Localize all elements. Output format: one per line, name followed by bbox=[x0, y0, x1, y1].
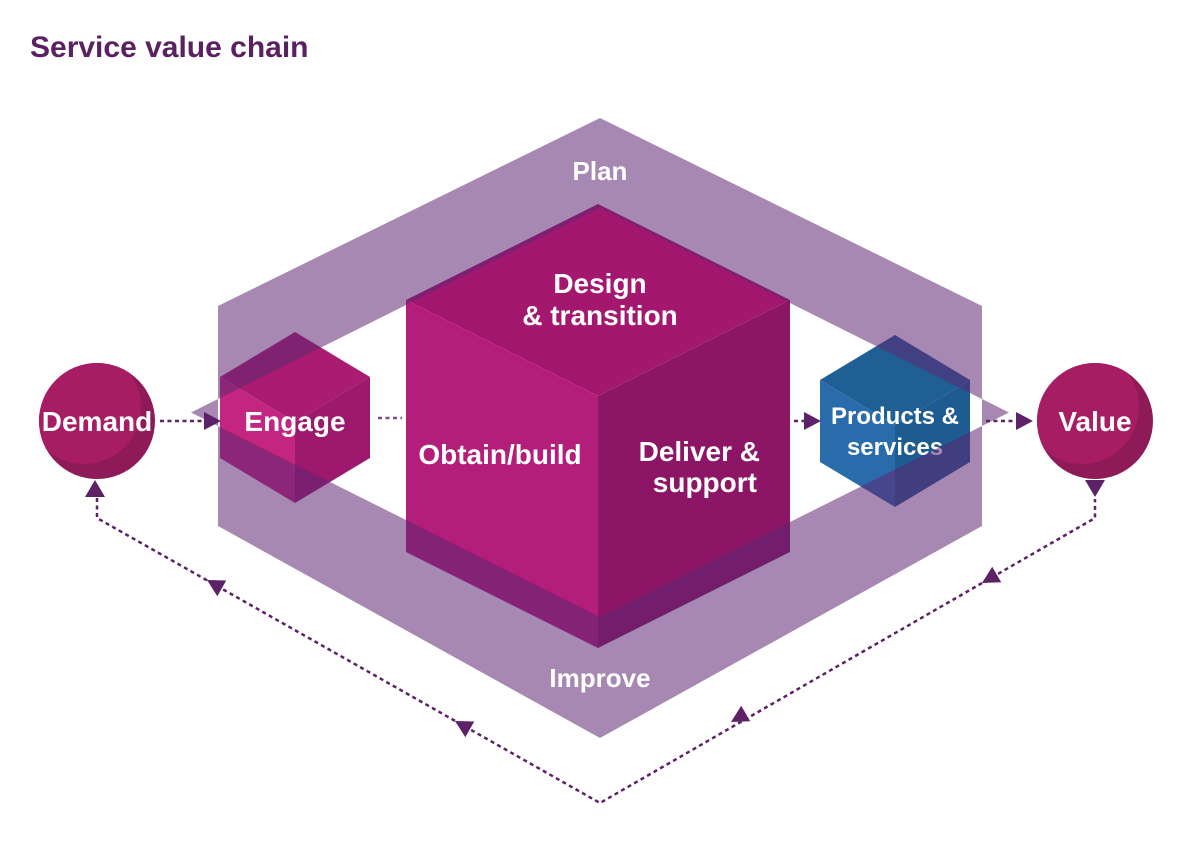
design-transition-label-line1: Design bbox=[553, 268, 646, 299]
demand-label: Demand bbox=[42, 406, 152, 437]
feedback-left-lower-arrowhead bbox=[455, 721, 475, 738]
value-label: Value bbox=[1058, 406, 1131, 437]
products-label-line1: Products & bbox=[831, 403, 959, 430]
feedback-right-upper-arrowhead bbox=[982, 566, 1002, 583]
products-services-cube: Products & services bbox=[820, 335, 970, 507]
engage-label: Engage bbox=[244, 406, 345, 437]
deliver-support-label-line1: Deliver & bbox=[639, 436, 760, 467]
page-title: Service value chain bbox=[30, 31, 309, 64]
products-to-value-arrowhead bbox=[1016, 412, 1033, 430]
demand-to-engage-arrowhead bbox=[204, 412, 221, 430]
value-exit-arrowhead bbox=[1085, 480, 1105, 497]
value-chain-band bbox=[191, 118, 1009, 738]
engage-cube-right-face bbox=[295, 377, 370, 503]
deliver-support-label-line2: support bbox=[653, 467, 757, 498]
products-cube-left-face bbox=[820, 380, 895, 507]
obtain-build-label: Obtain/build bbox=[418, 439, 581, 470]
demand-node: Demand bbox=[39, 363, 155, 479]
feedback-left-upper-arrowhead bbox=[207, 580, 227, 597]
value-node: Value bbox=[1037, 363, 1153, 479]
improve-label: Improve bbox=[549, 663, 650, 693]
center-to-products-arrowhead bbox=[804, 412, 821, 430]
demand-entry-arrowhead bbox=[85, 480, 105, 497]
arrowheads bbox=[85, 412, 1105, 738]
feedback-right-lower-arrowhead bbox=[731, 705, 751, 722]
design-transition-label-line2: & transition bbox=[522, 300, 678, 331]
plan-label: Plan bbox=[573, 156, 628, 186]
